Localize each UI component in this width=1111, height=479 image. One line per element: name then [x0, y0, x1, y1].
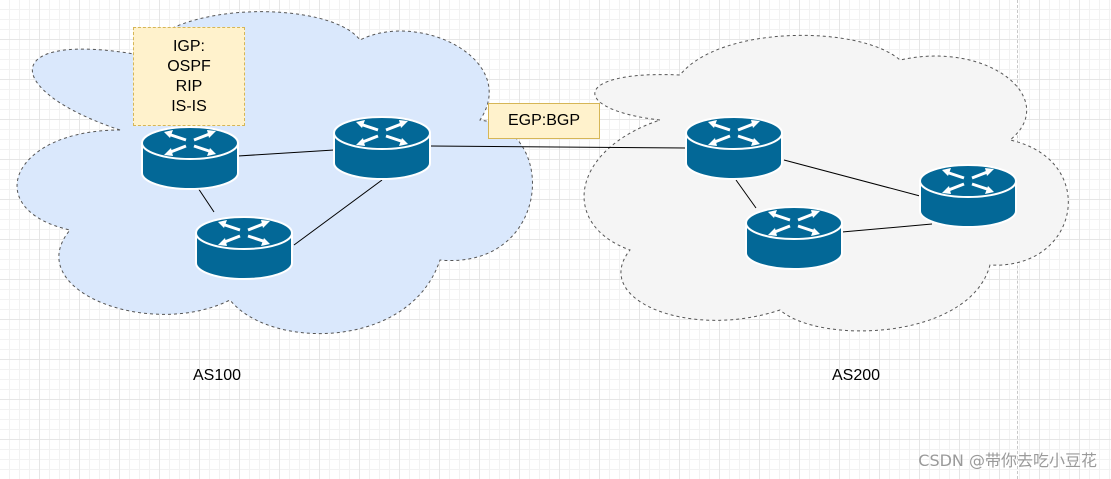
link-r5-r6 [841, 223, 933, 233]
as200-label: AS200 [832, 367, 881, 384]
link-r1-r2 [237, 149, 335, 157]
link-r1-r3 [197, 187, 215, 213]
router-icon[interactable] [194, 215, 294, 281]
egp-label-box[interactable]: EGP:BGP [488, 103, 600, 139]
egp-label: EGP:BGP [507, 112, 581, 129]
link-bgp [429, 145, 687, 149]
link-r3-r2 [293, 179, 383, 246]
as100-cloud [16, 11, 533, 335]
igp-note-line: OSPF [167, 57, 211, 75]
router-icon[interactable] [140, 125, 240, 191]
as200-cloud [583, 34, 1069, 332]
link-r4-r6 [783, 159, 921, 197]
igp-note-line: IGP: [172, 37, 205, 55]
router-icon[interactable] [332, 115, 432, 181]
igp-note[interactable]: IGP: OSPF RIP IS-IS [133, 27, 245, 126]
igp-note-line: IS-IS [171, 97, 207, 115]
router-icon[interactable] [744, 205, 844, 271]
watermark: CSDN @带你去吃小豆花 [918, 451, 1097, 470]
router-icon[interactable] [918, 163, 1018, 229]
as100-label: AS100 [193, 367, 242, 384]
router-icon[interactable] [684, 115, 784, 181]
igp-note-line: RIP [175, 77, 203, 95]
link-r4-r5 [735, 179, 757, 209]
